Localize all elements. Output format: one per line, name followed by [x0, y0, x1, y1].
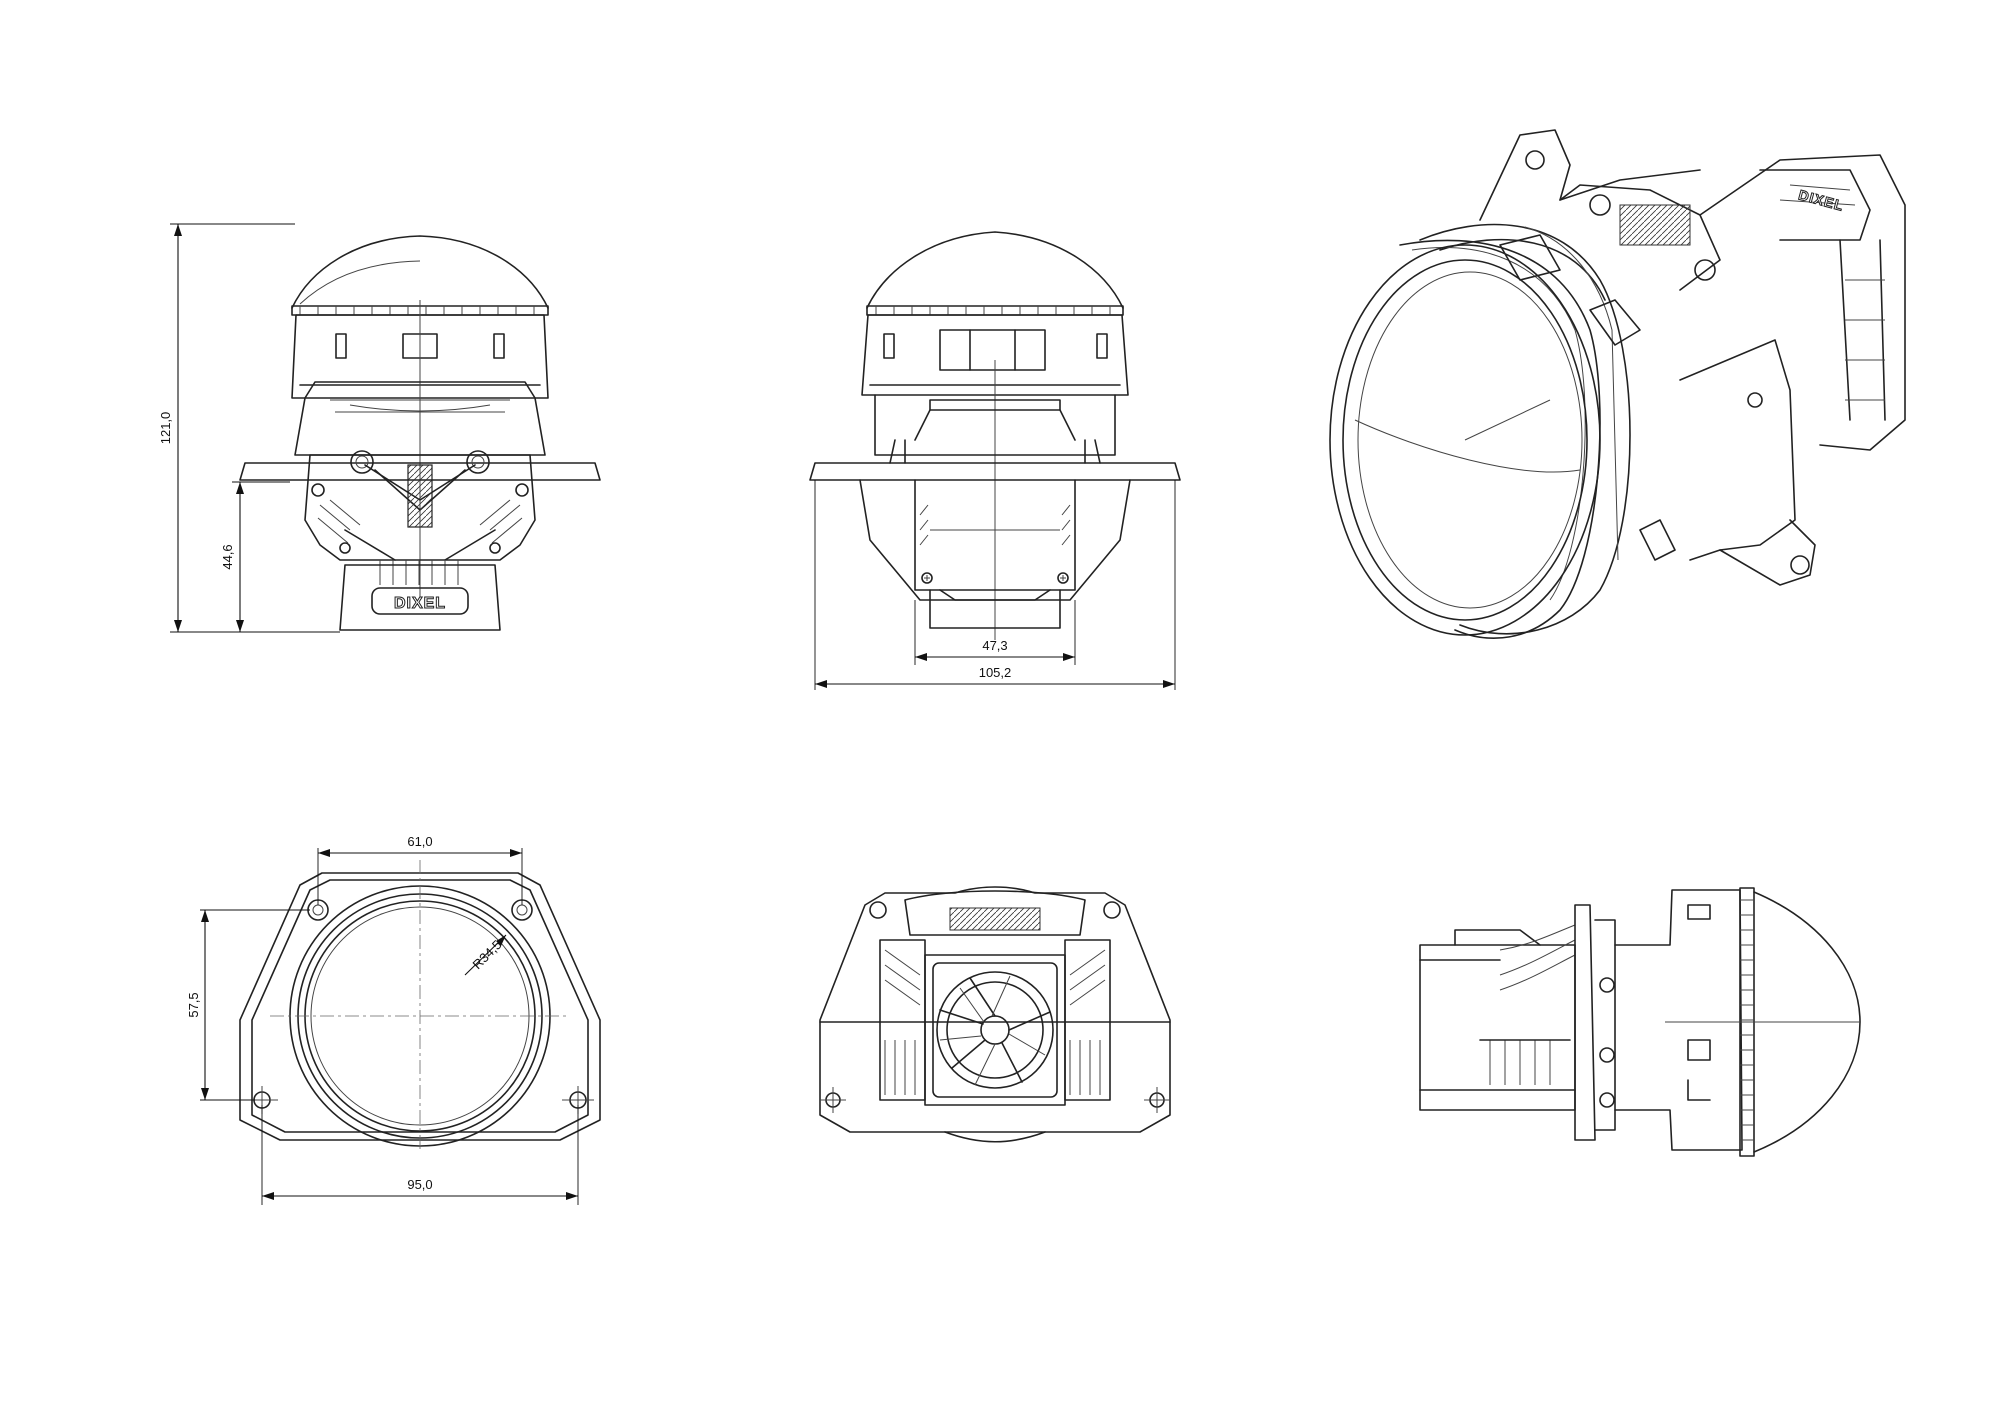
front-elevation-dimensions: 121,0 44,6 — [158, 223, 340, 633]
isometric-view: DIXEL — [1329, 129, 1906, 639]
rear-elevation-projector — [809, 231, 1181, 640]
dixel-logo: DIXEL — [394, 595, 446, 612]
front-elevation-projector: DIXEL — [239, 235, 601, 631]
dim-flange-width: 105,2 — [979, 665, 1012, 680]
front-elevation-view: DIXEL 121,0 44,6 — [158, 223, 601, 633]
side-view — [1419, 887, 1861, 1157]
dim-hole-spacing-top: 61,0 — [407, 834, 432, 849]
front-face-dimensions: 61,0 57,5 95,0 R34,5 — [186, 834, 579, 1205]
dim-housing-width: 47,3 — [982, 638, 1007, 653]
dixel-logo-iso: DIXEL — [1797, 186, 1846, 213]
front-face-view: 61,0 57,5 95,0 R34,5 — [186, 834, 601, 1205]
rear-face-view — [819, 886, 1171, 1143]
dim-flange-height: 44,6 — [220, 544, 235, 569]
dim-hole-spacing-vertical: 57,5 — [186, 992, 201, 1017]
rear-elevation-view: 47,3 105,2 — [809, 231, 1181, 690]
dim-total-height: 121,0 — [158, 412, 173, 445]
dim-hole-spacing-bottom: 95,0 — [407, 1177, 432, 1192]
rear-elevation-dimensions: 47,3 105,2 — [814, 480, 1176, 690]
